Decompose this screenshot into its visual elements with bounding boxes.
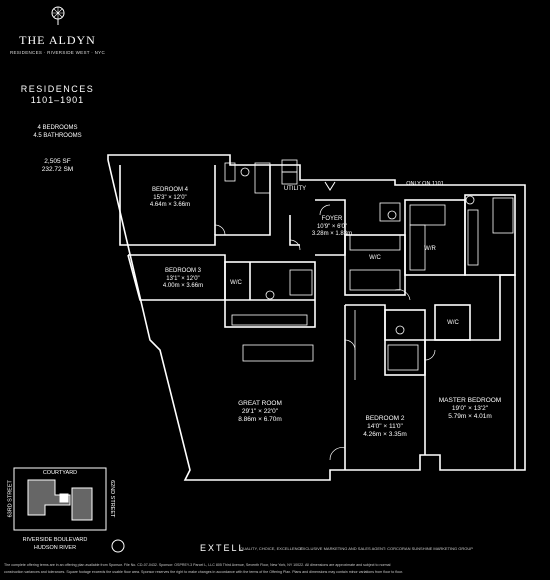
residence-title: RESIDENCES [20, 84, 95, 94]
great-room-label: GREAT ROOM 29'1" × 22'0" 8.86m × 6.70m [238, 400, 282, 423]
footer-marketing: EXCLUSIVE MARKETING AND SALES AGENT: COR… [300, 546, 473, 551]
wic-closet-label: W/C [369, 255, 381, 261]
bedroom2-label: BEDROOM 2 14'0" × 11'0" 4.26m × 3.35m [363, 415, 407, 438]
footer-disclaimer-1: The complete offering terms are in an of… [4, 563, 391, 567]
master-bath-walls [464, 194, 516, 276]
boulevard-label: RIVERSIDE BOULEVARD [22, 537, 88, 543]
master-wic-label: W/C [447, 320, 459, 326]
footer-disclaimer-2: construction variances and tolerances. S… [4, 570, 404, 574]
extell-logo-icon [111, 539, 125, 553]
area-sm: 232.72 SM [41, 166, 74, 173]
wir-walls [404, 199, 466, 276]
street-right-label: 62ND STREET [108, 480, 115, 518]
bath2-walls [384, 309, 426, 376]
foyer-walls [315, 199, 346, 256]
master-wic-walls [434, 304, 471, 341]
area-block: 2,505 SF 232.72 SM [0, 158, 115, 174]
building-name: THE ALDYN [19, 33, 96, 47]
residence-range: 1101–1901 [30, 95, 85, 105]
entry-arrow-icon [324, 181, 336, 191]
building-logo-icon [48, 4, 68, 26]
bedrooms-count: 4 BEDROOMS [37, 125, 78, 131]
master-bedroom-label: MASTER BEDROOM 19'0" × 13'2" 5.79m × 4.0… [438, 397, 502, 420]
street-left-label: 63RD STREET [7, 480, 14, 518]
bedroom4-label: BEDROOM 4 15'3" × 12'0" 4.64m × 3.66m [149, 187, 191, 208]
utility-label: UTILITY [283, 186, 307, 192]
bedroom4-walls [119, 165, 271, 246]
courtyard-label: COURTYARD [42, 470, 78, 476]
area-sf: 2,505 SF [44, 158, 71, 165]
building-tagline: RESIDENCES · RIVERSIDE WEST · NYC [9, 50, 106, 55]
bathrooms-count: 4.5 BATHROOMS [33, 133, 82, 139]
footer-brand-tag: QUALITY, CHOICE, EXCELLENCE [240, 546, 304, 551]
river-label: HUDSON RIVER [33, 545, 77, 551]
footer-brand: EXTELL [200, 543, 246, 553]
key-plan [13, 467, 107, 531]
foyer-label: FOYER 10'9" × 6'0" 3.28m × 1.83m [311, 216, 353, 237]
bed-bath-count: 4 BEDROOMS 4.5 BATHROOMS [0, 124, 115, 140]
master-walls [425, 274, 516, 470]
wic-bath3-label: W/C [230, 280, 242, 286]
exterior-wall [107, 154, 526, 481]
wic-walls [344, 234, 406, 296]
only-on-note: ONLY ON 1101 [406, 181, 444, 187]
wir-label: W/R [424, 246, 436, 252]
bedroom3-label: BEDROOM 3 13'1" × 12'0" 4.00m × 3.66m [162, 268, 204, 289]
bath3-walls [224, 261, 316, 328]
